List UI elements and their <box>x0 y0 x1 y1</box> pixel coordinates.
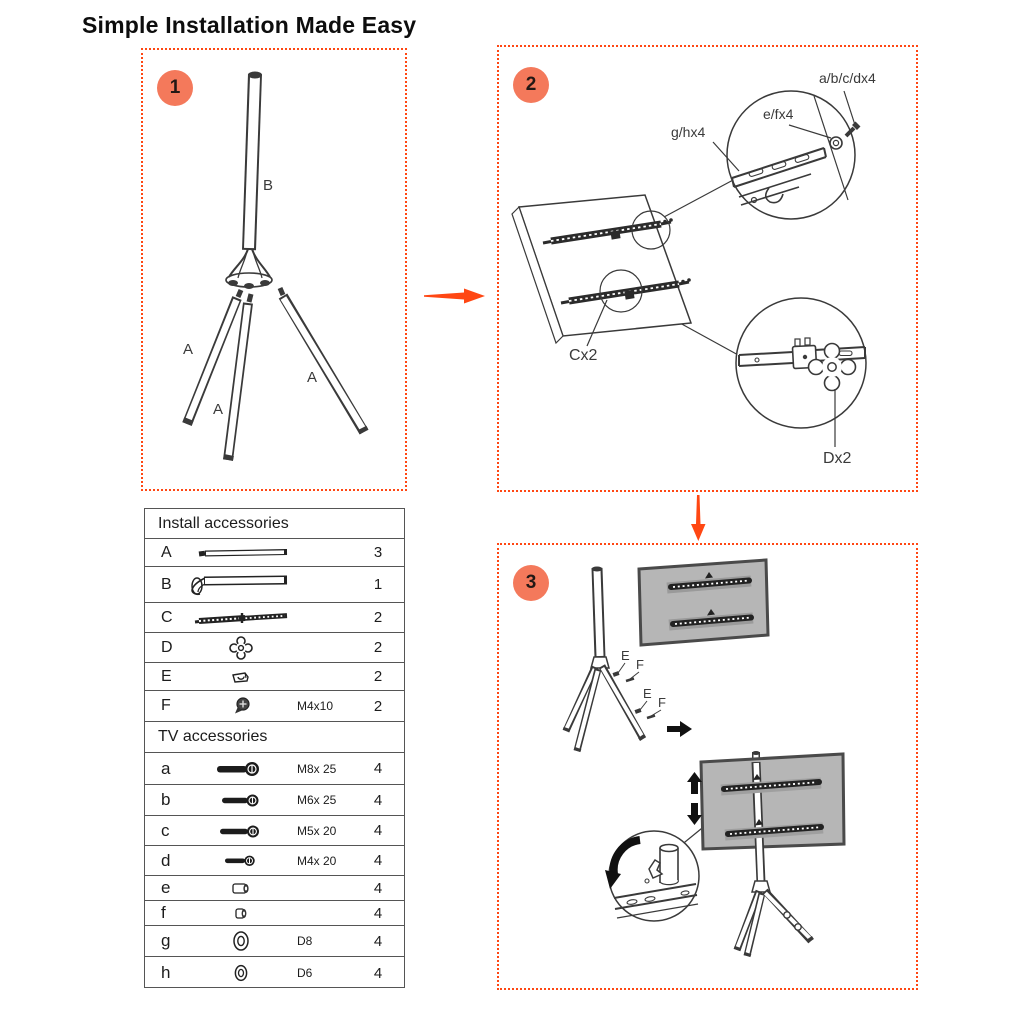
pole-icon <box>185 572 297 598</box>
table-row: b M6x 25 4 <box>145 785 404 816</box>
part-qty: 2 <box>373 639 383 656</box>
spacer-short-icon <box>185 907 297 920</box>
part-size: M8x 25 <box>297 761 337 776</box>
spacer-long-icon <box>185 882 297 895</box>
part-label: c <box>161 820 170 840</box>
part-qty: 4 <box>373 822 383 839</box>
part-size: M4x10 <box>297 699 334 713</box>
table-row: D 2 <box>145 633 404 663</box>
rod-icon <box>185 547 297 559</box>
gh-callout-label: g/hx4 <box>671 124 706 140</box>
screw-icon <box>185 697 297 715</box>
step2-diagram <box>511 90 867 447</box>
part-label: E <box>161 667 172 685</box>
bracket-rail-icon <box>185 610 297 626</box>
e-label: E <box>643 686 652 701</box>
washer-large-icon <box>185 929 297 953</box>
cx2-label: Cx2 <box>569 347 598 364</box>
parts-table: Install accessories A 3 B 1 C 2 D 2 E <box>144 508 405 988</box>
step2-box: 2 <box>497 45 918 492</box>
step1-diagram <box>182 71 369 461</box>
part-label: a <box>161 758 171 778</box>
part-size: M5x 20 <box>297 823 337 838</box>
part-qty: 2 <box>373 697 383 715</box>
step3-diagram <box>562 558 846 958</box>
leg-a-label: A <box>183 341 194 358</box>
step2-badge: 2 <box>513 67 549 103</box>
bolt-small-icon <box>185 854 297 867</box>
table-row: h D6 4 <box>145 957 404 989</box>
bolt-medium-icon <box>185 793 297 807</box>
part-label: B <box>161 575 172 593</box>
tv-accessories-header: TV accessories <box>145 722 404 753</box>
bolt-medium-icon <box>185 824 297 838</box>
table-row: d M4x 20 4 <box>145 846 404 876</box>
table-row: E 2 <box>145 663 404 691</box>
part-label: f <box>161 903 166 922</box>
table-row: A 3 <box>145 539 404 567</box>
part-label: A <box>161 543 172 561</box>
part-label: b <box>161 790 171 809</box>
part-label: C <box>161 608 173 626</box>
part-size: M4x 20 <box>297 853 337 868</box>
table-row: c M5x 20 4 <box>145 816 404 846</box>
step1-to-step2-arrow-icon <box>424 287 486 310</box>
part-qty: 2 <box>373 609 383 626</box>
part-qty: 4 <box>373 760 383 777</box>
table-row: f 4 <box>145 901 404 926</box>
part-qty: 4 <box>373 879 383 897</box>
part-qty: 4 <box>373 904 383 922</box>
part-label: F <box>161 697 171 714</box>
e-label: E <box>621 648 630 663</box>
part-qty: 4 <box>373 852 383 869</box>
table-row: a M8x 25 4 <box>145 753 404 785</box>
step2-to-step3-arrow-icon <box>689 495 709 547</box>
ef-callout-label: e/fx4 <box>763 106 794 122</box>
knob-icon <box>185 635 297 660</box>
part-size: M6x 25 <box>297 793 337 807</box>
f-label: F <box>636 657 644 672</box>
part-size: D8 <box>297 934 313 948</box>
step1-box: 1 B A A A <box>141 48 407 491</box>
part-label: h <box>161 963 171 982</box>
part-qty: 3 <box>373 544 383 561</box>
part-qty: 4 <box>373 932 383 950</box>
table-row: B 1 <box>145 567 404 603</box>
part-qty: 4 <box>373 791 383 809</box>
step1-badge: 1 <box>157 70 193 106</box>
table-row: g D8 4 <box>145 926 404 957</box>
leg-a-label: A <box>307 369 318 386</box>
install-accessories-header: Install accessories <box>145 509 404 539</box>
part-label: e <box>161 878 171 897</box>
clip-icon <box>185 670 297 684</box>
washer-small-icon <box>185 963 297 983</box>
part-label: g <box>161 931 171 950</box>
abcd-callout-label: a/b/c/dx4 <box>819 70 876 86</box>
part-label: d <box>161 850 171 870</box>
part-qty: 2 <box>373 668 383 685</box>
part-label: D <box>161 638 173 656</box>
part-qty: 4 <box>373 964 383 982</box>
leg-a-label: A <box>213 401 224 418</box>
step3-badge: 3 <box>513 565 549 601</box>
page-title: Simple Installation Made Easy <box>82 12 417 38</box>
step3-box: 3 <box>497 543 918 990</box>
bolt-large-icon <box>185 761 297 777</box>
f-label: F <box>658 695 666 710</box>
pole-b-label: B <box>263 177 274 194</box>
dx2-label: Dx2 <box>823 450 852 467</box>
table-row: F M4x10 2 <box>145 691 404 722</box>
part-qty: 1 <box>373 576 383 593</box>
part-size: D6 <box>297 966 313 980</box>
table-row: e 4 <box>145 876 404 901</box>
table-row: C 2 <box>145 603 404 633</box>
